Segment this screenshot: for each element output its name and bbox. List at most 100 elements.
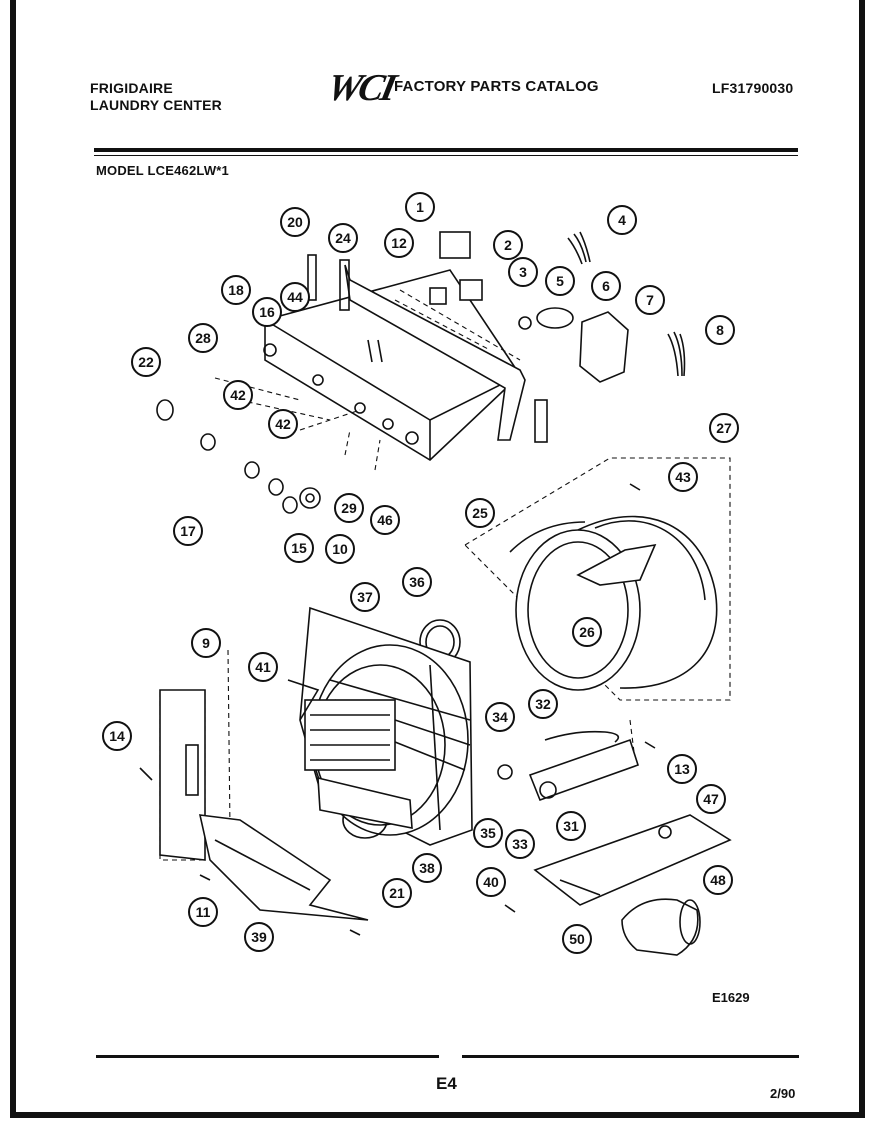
screws [139, 483, 656, 936]
callout-number: 38 [419, 860, 435, 876]
callout-42: 42 [268, 409, 298, 439]
callout-number: 42 [275, 416, 291, 432]
callout-22: 22 [131, 347, 161, 377]
callout-number: 35 [480, 825, 496, 841]
callout-12: 12 [384, 228, 414, 258]
callout-number: 36 [409, 574, 425, 590]
callout-25: 25 [465, 498, 495, 528]
callout-35: 35 [473, 818, 503, 848]
brand-name: FRIGIDAIRE [90, 80, 173, 96]
callout-number: 10 [332, 541, 348, 557]
callout-number: 48 [710, 872, 726, 888]
callout-20: 20 [280, 207, 310, 237]
knobs [156, 399, 321, 514]
callout-3: 3 [508, 257, 538, 287]
callout-number: 1 [416, 199, 424, 215]
blower-motor [621, 898, 701, 956]
callout-24: 24 [328, 223, 358, 253]
callout-42: 42 [223, 380, 253, 410]
callout-number: 12 [391, 235, 407, 251]
callout-number: 16 [259, 304, 275, 320]
header-rule-thin [94, 155, 798, 156]
side-bracket [159, 689, 206, 861]
callout-number: 18 [228, 282, 244, 298]
callout-13: 13 [667, 754, 697, 784]
callout-number: 37 [357, 589, 373, 605]
callout-number: 2 [504, 237, 512, 253]
callout-29: 29 [334, 493, 364, 523]
callout-1: 1 [405, 192, 435, 222]
catalog-part-number: LF31790030 [712, 80, 794, 96]
callout-47: 47 [696, 784, 726, 814]
callout-number: 42 [230, 387, 246, 403]
control-console [263, 254, 548, 461]
callout-number: 15 [291, 540, 307, 556]
callout-number: 22 [138, 354, 154, 370]
callout-31: 31 [556, 811, 586, 841]
callout-27: 27 [709, 413, 739, 443]
callout-number: 3 [519, 264, 527, 280]
callout-number: 6 [602, 278, 610, 294]
callout-number: 4 [618, 212, 626, 228]
callout-8: 8 [705, 315, 735, 345]
page-number: E4 [436, 1074, 457, 1093]
callout-number: 24 [335, 230, 351, 246]
callout-number: 17 [180, 523, 196, 539]
callout-9: 9 [191, 628, 221, 658]
product-line: LAUNDRY CENTER [90, 97, 222, 113]
callout-17: 17 [173, 516, 203, 546]
callout-39: 39 [244, 922, 274, 952]
callout-33: 33 [505, 829, 535, 859]
callout-number: 31 [563, 818, 579, 834]
front-bulkhead [287, 606, 473, 846]
callout-11: 11 [188, 897, 218, 927]
callout-number: 21 [389, 885, 405, 901]
callout-number: 29 [341, 500, 357, 516]
footer-rule-right [462, 1055, 799, 1058]
dryer-drum [509, 515, 718, 691]
callout-number: 43 [675, 469, 691, 485]
callout-2: 2 [493, 230, 523, 260]
callout-number: 34 [492, 709, 508, 725]
callout-number: 7 [646, 292, 654, 308]
page-frame [10, 0, 865, 1118]
callout-32: 32 [528, 689, 558, 719]
callout-46: 46 [370, 505, 400, 535]
callout-38: 38 [412, 853, 442, 883]
callout-number: 5 [556, 273, 564, 289]
callout-26: 26 [572, 617, 602, 647]
callout-36: 36 [402, 567, 432, 597]
control-components [429, 231, 629, 383]
heater-bracket [497, 730, 639, 802]
model-number: MODEL LCE462LW*1 [96, 163, 229, 178]
callout-number: 33 [512, 836, 528, 852]
wire-harness [567, 231, 686, 377]
callout-number: 47 [703, 791, 719, 807]
catalog-title: FACTORY PARTS CATALOG [394, 78, 599, 95]
footer-rule-left [96, 1055, 439, 1058]
callout-number: 44 [287, 289, 303, 305]
heater-housing [533, 814, 732, 906]
callout-number: 9 [202, 635, 210, 651]
toe-panel [198, 814, 369, 921]
callout-number: 50 [569, 931, 585, 947]
callout-15: 15 [284, 533, 314, 563]
callout-10: 10 [325, 534, 355, 564]
callout-18: 18 [221, 275, 251, 305]
callout-number: 26 [579, 624, 595, 640]
callout-number: 41 [255, 659, 271, 675]
drawing-code: E1629 [712, 990, 750, 1005]
callout-4: 4 [607, 205, 637, 235]
callout-number: 40 [483, 874, 499, 890]
callout-34: 34 [485, 702, 515, 732]
callout-41: 41 [248, 652, 278, 682]
callout-number: 14 [109, 728, 125, 744]
callout-37: 37 [350, 582, 380, 612]
callout-14: 14 [102, 721, 132, 751]
callout-number: 28 [195, 330, 211, 346]
callout-number: 13 [674, 761, 690, 777]
callout-number: 8 [716, 322, 724, 338]
callout-number: 27 [716, 420, 732, 436]
callout-5: 5 [545, 266, 575, 296]
